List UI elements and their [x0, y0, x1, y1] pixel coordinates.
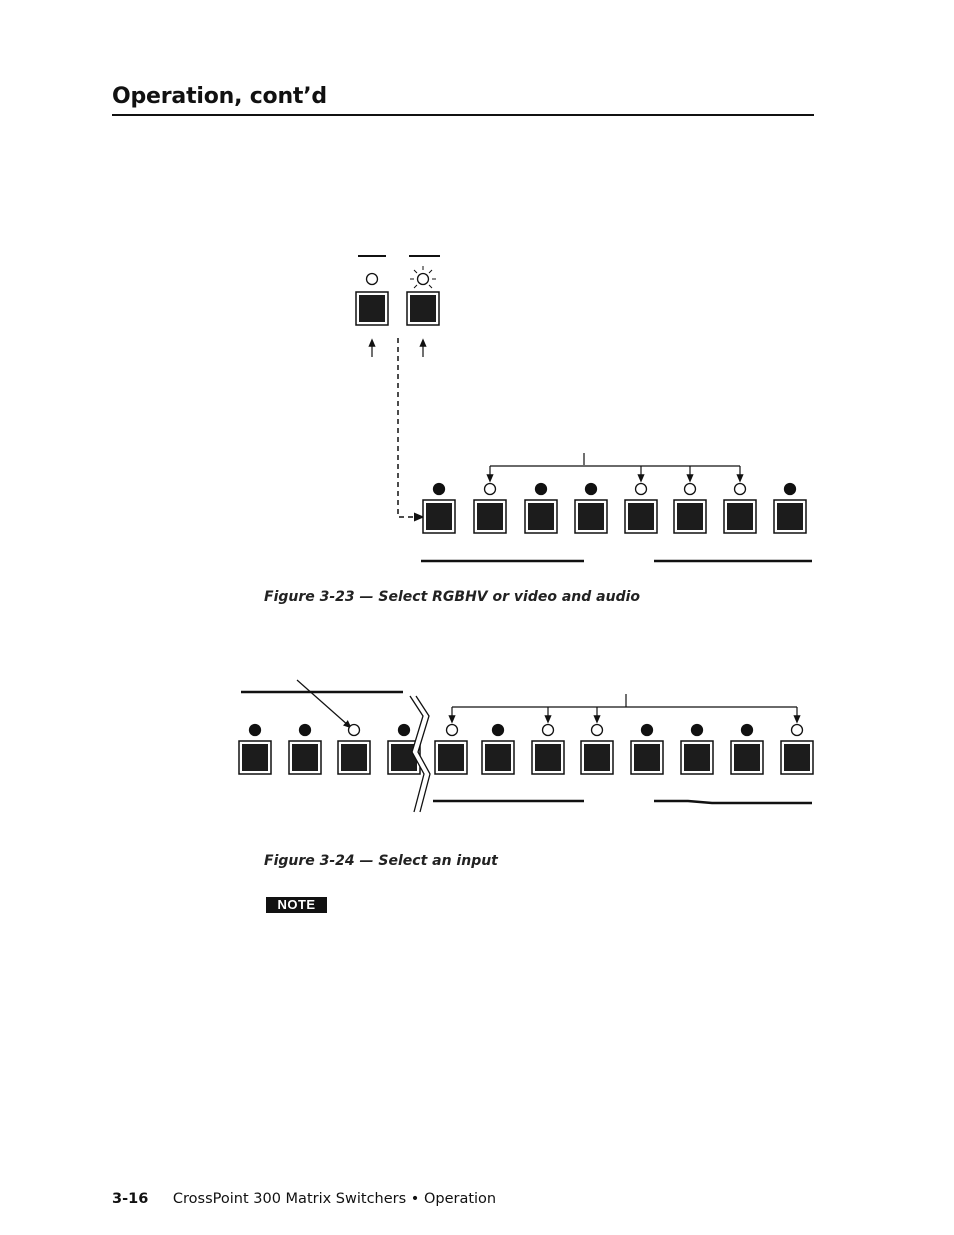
led-off-icon	[541, 723, 555, 737]
output-button[interactable]	[473, 499, 507, 534]
led-lit-icon	[410, 266, 436, 289]
input-button[interactable]	[481, 740, 515, 775]
led-on-icon	[248, 723, 262, 737]
led-on-icon	[432, 482, 446, 496]
led-off-icon	[365, 272, 379, 286]
input-button[interactable]	[238, 740, 272, 775]
output-button[interactable]	[773, 499, 807, 534]
rgbhv-button[interactable]	[355, 291, 389, 326]
figure-caption: Figure 3-23 — Select RGBHV or video and …	[264, 589, 641, 605]
underbar-right	[654, 799, 812, 805]
led-off-icon	[634, 482, 648, 496]
led-on-icon	[783, 482, 797, 496]
input-button[interactable]	[387, 740, 421, 775]
dashed-leader-line	[397, 338, 425, 522]
page-number: 3-16	[112, 1191, 149, 1207]
page-footer: 3-16 CrossPoint 300 Matrix Switchers • O…	[112, 1191, 496, 1207]
led-on-icon	[534, 482, 548, 496]
figure-caption: Figure 3-24 — Select an input	[264, 853, 498, 869]
led-on-icon	[640, 723, 654, 737]
input-led-row	[248, 723, 804, 737]
leader-arrow	[296, 679, 352, 729]
output-bracket	[486, 453, 744, 483]
output-button-row	[422, 482, 807, 534]
figure-3-24-diagram	[238, 679, 814, 813]
input-button[interactable]	[434, 740, 468, 775]
led-on-icon	[397, 723, 411, 737]
output-button[interactable]	[524, 499, 558, 534]
note-badge: NOTE	[266, 897, 327, 913]
figure-3-23-diagram	[355, 255, 812, 563]
page-heading: Operation, cont’d	[112, 84, 327, 109]
input-button[interactable]	[531, 740, 565, 775]
input-button[interactable]	[630, 740, 664, 775]
heading-rule	[112, 114, 814, 116]
led-on-icon	[690, 723, 704, 737]
input-button-row	[238, 740, 814, 775]
output-button[interactable]	[673, 499, 707, 534]
led-off-icon	[483, 482, 497, 496]
led-off-icon	[590, 723, 604, 737]
panel-break-icon	[409, 695, 431, 813]
footer-title: CrossPoint 300 Matrix Switchers • Operat…	[172, 1191, 497, 1207]
output-button[interactable]	[422, 499, 456, 534]
input-button[interactable]	[337, 740, 371, 775]
input-button[interactable]	[730, 740, 764, 775]
led-on-icon	[491, 723, 505, 737]
output-button[interactable]	[723, 499, 757, 534]
output-button[interactable]	[624, 499, 658, 534]
input-button[interactable]	[680, 740, 714, 775]
input-bracket	[448, 694, 801, 724]
output-button[interactable]	[574, 499, 608, 534]
led-on-icon	[298, 723, 312, 737]
led-on-icon	[740, 723, 754, 737]
led-on-icon	[584, 482, 598, 496]
video-button[interactable]	[406, 291, 440, 326]
input-button[interactable]	[780, 740, 814, 775]
led-off-icon	[347, 723, 361, 737]
input-button[interactable]	[580, 740, 614, 775]
led-off-icon	[733, 482, 747, 496]
input-button[interactable]	[288, 740, 322, 775]
led-off-icon	[683, 482, 697, 496]
led-off-icon	[445, 723, 459, 737]
led-off-icon	[790, 723, 804, 737]
